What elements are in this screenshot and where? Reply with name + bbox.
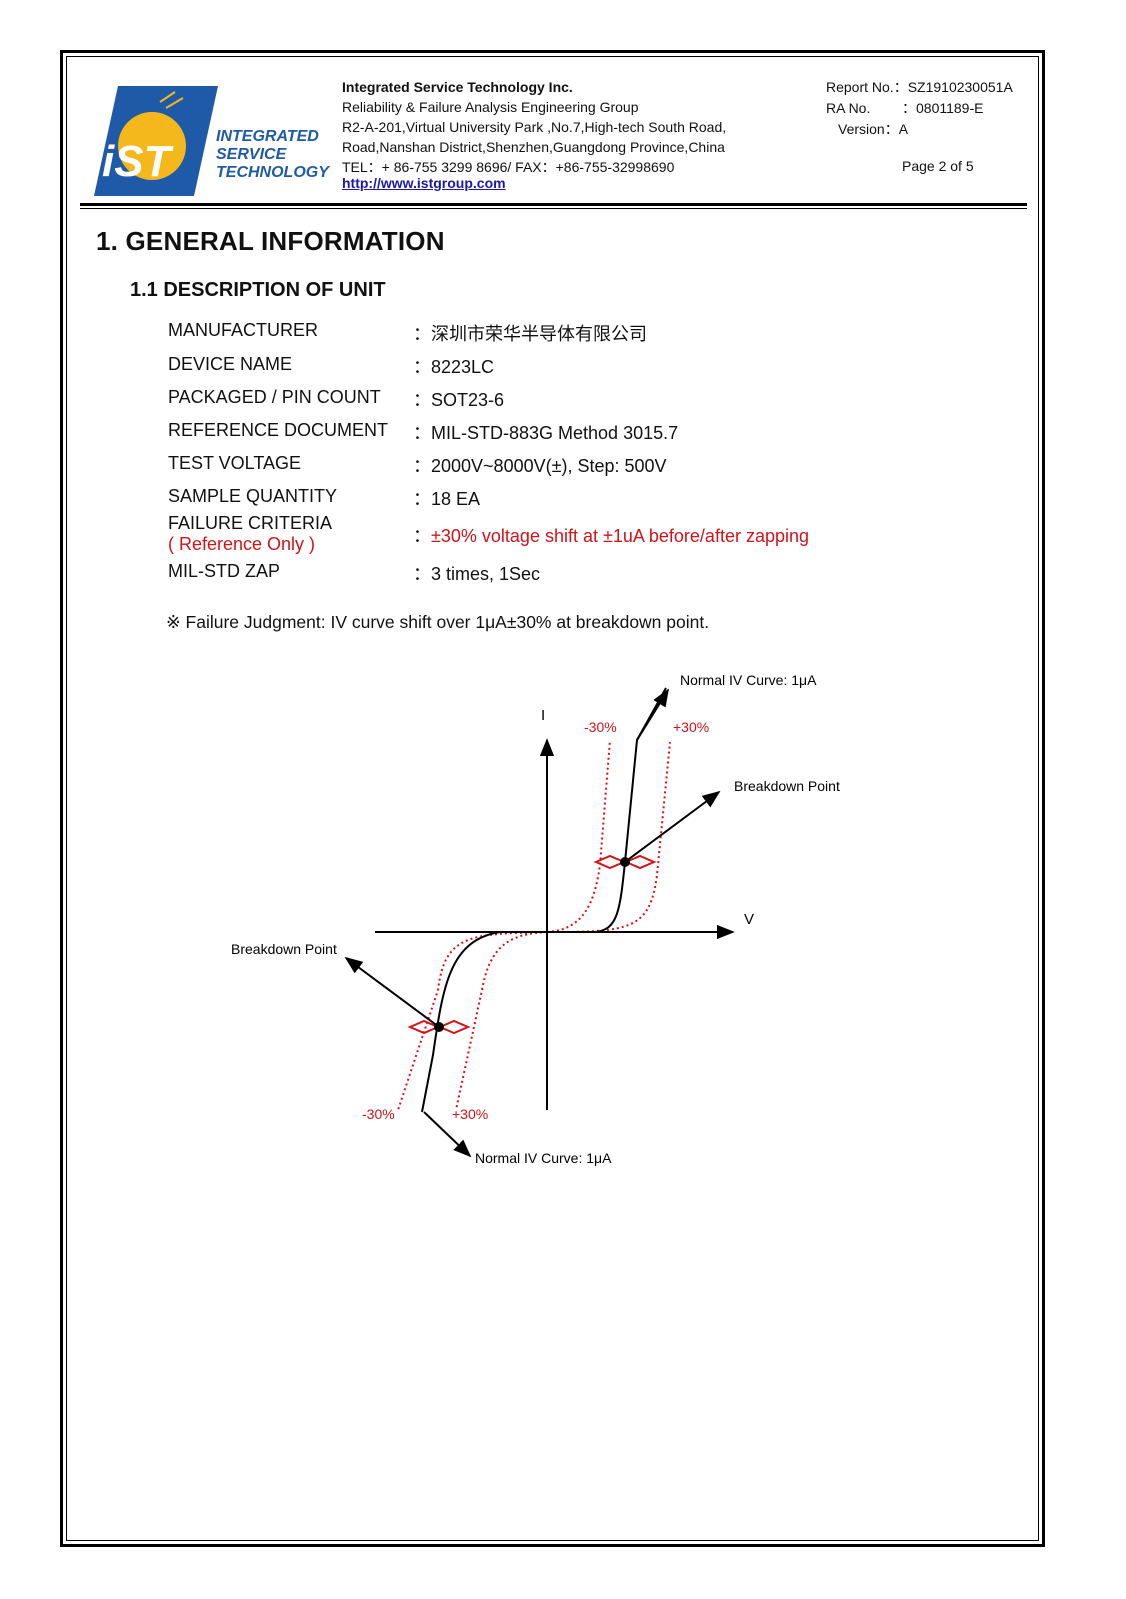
spec-colon: ： bbox=[413, 526, 431, 546]
subsection-title: 1.1 DESCRIPTION OF UNIT bbox=[130, 279, 386, 301]
spec-label-reference-document: REFERENCE DOCUMENT bbox=[168, 420, 389, 440]
page-border-inner bbox=[66, 56, 1039, 1541]
spec-value-manufacturer: ：深圳市荣华半导体有限公司 bbox=[413, 324, 647, 344]
version-label: Version： bbox=[838, 121, 899, 137]
label-minus30-bottom: -30% bbox=[362, 1106, 395, 1122]
page-number: Page 2 of 5 bbox=[902, 158, 974, 174]
spec-label-failure-criteria: FAILURE CRITERIA bbox=[168, 513, 333, 533]
spec-label-manufacturer: MANUFACTURER bbox=[168, 320, 319, 340]
spec-value-device-name: ：8223LC bbox=[413, 357, 495, 377]
company-address-2: Road,Nanshan District,Shenzhen,Guangdong… bbox=[342, 139, 725, 155]
spec-value-package: ：SOT23-6 bbox=[413, 390, 505, 410]
iv-curve-diagram: I V Normal IV Curve: 1μA -30% +30% Break… bbox=[231, 672, 840, 1166]
section-title: 1. GENERAL INFORMATION bbox=[96, 226, 445, 256]
normal-curve-arrow-bottom bbox=[423, 1111, 472, 1158]
spec-sublabel-reference-only: ( Reference Only ) bbox=[168, 534, 316, 554]
logo-line-3: TECHNOLOGY bbox=[216, 164, 330, 181]
report-meta: Report No.：SZ1910230051A RA No. ：0801189-… bbox=[826, 77, 1013, 140]
breakdown-arrow-left bbox=[344, 956, 440, 1028]
normal-curve-arrow-top bbox=[636, 688, 669, 741]
i-axis-label: I bbox=[541, 707, 545, 724]
company-tel-fax: TEL：+ 86-755 3299 8696/ FAX：+86-755-3299… bbox=[342, 159, 675, 175]
spec-value-test-voltage: ：2000V~8000V(±), Step: 500V bbox=[413, 456, 667, 476]
breakdown-arrow-right bbox=[624, 790, 721, 863]
failure-judgment-note: ※ Failure Judgment: IV curve shift over … bbox=[166, 612, 710, 632]
label-breakdown-left: Breakdown Point bbox=[231, 941, 337, 957]
logo-line-1: INTEGRATED bbox=[216, 128, 319, 145]
ist-logo: iST INTEGRATED SERVICE TECHNOLOGY bbox=[94, 86, 330, 196]
v-axis-label: V bbox=[744, 911, 754, 928]
label-breakdown-right: Breakdown Point bbox=[734, 778, 840, 794]
limit-curve-plus30-upper bbox=[546, 741, 671, 933]
version: A bbox=[898, 121, 909, 137]
company-address-1: R2-A-201,Virtual University Park ,No.7,H… bbox=[342, 119, 727, 135]
page-border-outer bbox=[60, 50, 1045, 1547]
spec-value-failure-criteria-row: ：±30% voltage shift at ±1uA before/after… bbox=[413, 522, 809, 548]
spec-label-mil-std-zap: MIL-STD ZAP bbox=[168, 561, 281, 581]
spec-label-sample-quantity: SAMPLE QUANTITY bbox=[168, 486, 338, 506]
label-minus30-top: -30% bbox=[584, 719, 617, 735]
limit-curve-plus30-lower bbox=[455, 931, 548, 1111]
report-no-label: Report No.： bbox=[826, 79, 908, 95]
header-rule bbox=[80, 203, 1027, 206]
label-normal-iv-top: Normal IV Curve: 1μA bbox=[680, 672, 817, 688]
limit-curve-minus30-lower bbox=[397, 931, 548, 1111]
ra-no-label: RA No. bbox=[826, 100, 871, 116]
spec-value-mil-std-zap: ：3 times, 1Sec bbox=[413, 564, 541, 584]
spec-label-device-name: DEVICE NAME bbox=[168, 354, 293, 374]
spec-value-sample-quantity: ：18 EA bbox=[413, 489, 481, 509]
limit-curve-minus30-upper bbox=[546, 739, 611, 933]
company-name: Integrated Service Technology Inc. bbox=[342, 79, 573, 95]
company-url-link[interactable]: http://www.istgroup.com bbox=[342, 175, 506, 191]
spec-value-reference-document: ：MIL-STD-883G Method 3015.7 bbox=[413, 423, 679, 443]
label-plus30-top: +30% bbox=[673, 719, 709, 735]
logo-line-2: SERVICE bbox=[216, 146, 288, 163]
normal-iv-curve bbox=[421, 687, 667, 1113]
logo-mark-text: iST bbox=[102, 137, 174, 186]
ra-no: ：0801189-E bbox=[902, 100, 984, 116]
company-info: Integrated Service Technology Inc. Relia… bbox=[342, 77, 726, 190]
spec-label-test-voltage: TEST VOLTAGE bbox=[168, 453, 302, 473]
spec-value-failure-criteria: ±30% voltage shift at ±1uA before/after … bbox=[431, 526, 809, 546]
header-rule-thin bbox=[80, 208, 1027, 209]
company-group: Reliability & Failure Analysis Engineeri… bbox=[342, 99, 639, 115]
spec-label-package: PACKAGED / PIN COUNT bbox=[168, 387, 381, 407]
label-plus30-bottom: +30% bbox=[452, 1106, 488, 1122]
report-no: SZ1910230051A bbox=[907, 79, 1013, 95]
label-normal-iv-bottom: Normal IV Curve: 1μA bbox=[475, 1150, 612, 1166]
